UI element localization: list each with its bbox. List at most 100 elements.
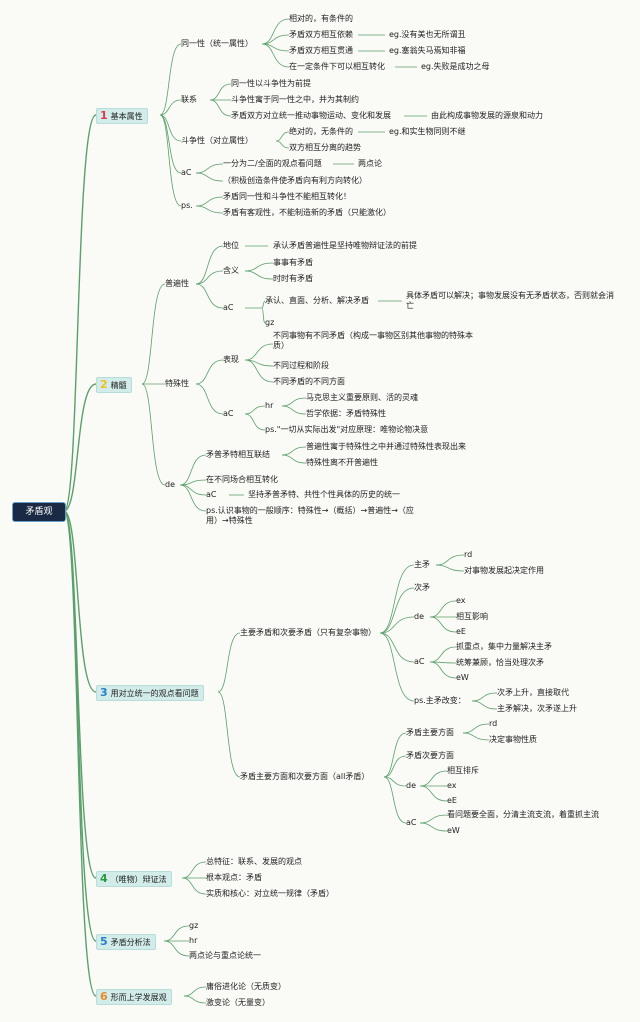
s1-ps-node[interactable]: ps.	[181, 201, 193, 210]
aspect-node[interactable]: 矛盾主要方面和次要方面（all矛盾）	[240, 772, 370, 781]
connector-curve	[195, 205, 224, 214]
s6-catastrophism: 激变论（无量变）	[206, 998, 270, 1007]
s1-ac-node[interactable]: aC	[181, 168, 192, 177]
identity-dependence: 矛盾双方相互依赖	[289, 30, 353, 39]
univ-ac-text: 承认、直面、分析、解决矛盾	[265, 296, 369, 305]
section-label: （唯物）辩证法	[110, 875, 167, 884]
connector-curve	[179, 484, 207, 496]
connector-curve	[281, 397, 307, 407]
connector-curve	[275, 140, 290, 149]
section-number: 1	[100, 109, 108, 122]
minor-aspect-node[interactable]: 矛盾次要方面	[406, 751, 454, 760]
univ-meaning-2: 时时有矛盾	[273, 274, 313, 283]
link-node[interactable]: 联系	[181, 95, 197, 104]
main-rd: rd	[464, 550, 473, 559]
de-ac-text: 坚持矛普矛特、共性个性具体的历史的统一	[248, 490, 400, 499]
s4-general-feature: 总特征：联系、发展的观点	[206, 857, 302, 866]
connector-curve	[159, 43, 182, 116]
struggle-node[interactable]: 斗争性（对立属性）	[181, 136, 253, 145]
struggle-separation: 双方相互分离的趋势	[289, 143, 361, 152]
univ-gz: gz	[265, 318, 275, 327]
connector-curve	[159, 99, 182, 116]
section-number: 4	[100, 872, 108, 885]
struggle-absolute: 绝对的，无条件的	[289, 127, 353, 136]
s1-ac-holistic-view: 一分为二/全面的观点看问题	[223, 159, 322, 168]
s5-two-point-key-point: 两点论与重点论统一	[189, 951, 261, 960]
m-ps-node[interactable]: ps.主矛改变：	[414, 696, 466, 705]
link-premise: 同一性以斗争性为前提	[231, 79, 311, 88]
section-label: 用对立统一的观点看问题	[110, 689, 199, 698]
identity-relative: 相对的，有条件的	[289, 14, 353, 23]
m-de-node[interactable]: de	[414, 612, 424, 621]
major-minor-node[interactable]: 主要矛盾和次要矛盾（只有复杂事物）	[240, 628, 376, 637]
minor-contradiction-node[interactable]: 次矛	[414, 583, 430, 592]
s6-vulgar-evolution: 庸俗进化论（无质变）	[206, 982, 286, 991]
univ-status-node[interactable]: 地位	[223, 241, 239, 250]
connector-curve	[209, 83, 232, 101]
connector-curve	[195, 196, 224, 207]
part-hr-node[interactable]: hr	[265, 401, 274, 410]
connector-curve	[429, 661, 457, 679]
connector-curve	[275, 131, 290, 142]
connector-curve	[383, 755, 407, 778]
section-4-dialectics[interactable]: 4（唯物）辩证法	[96, 871, 172, 887]
connector-curve	[141, 283, 166, 385]
de-transform: 在不同场合相互转化	[206, 475, 278, 484]
connector-curve	[379, 632, 415, 702]
part-show-node[interactable]: 表现	[223, 355, 239, 364]
connector-curve	[379, 616, 415, 634]
univ-meaning-node[interactable]: 含义	[223, 266, 239, 275]
link-drives-development: 矛盾双方对立统一推动事物运动、变化和发展	[231, 111, 391, 120]
de-ps-order: ps.认识事物的一般顺序：特殊性→（概括）→普遍性→（应用）→特殊性	[206, 506, 414, 525]
connector-curve	[179, 454, 207, 486]
main-aspect-node[interactable]: 矛盾主要方面	[406, 728, 454, 737]
connector-curve	[383, 732, 407, 778]
identity-dependence-example: eg.没有美也无所谓丑	[389, 30, 466, 39]
section-label: 矛盾分析法	[110, 938, 151, 947]
section-number: 5	[100, 935, 108, 948]
main-rd-text: 对事物发展起决定作用	[464, 566, 544, 575]
m-ps-1: 次矛上升，直接取代	[497, 688, 569, 697]
part-ac-node[interactable]: aC	[223, 409, 234, 418]
connector-curve	[195, 245, 224, 285]
connector-curve	[462, 732, 490, 741]
univ-status-text: 承认矛盾普遍性是坚持唯物辩证法的前提	[273, 241, 417, 250]
de-linked-node[interactable]: 矛普矛特相互联结	[206, 450, 270, 459]
connector-curve	[244, 413, 266, 431]
connector-curve	[471, 692, 498, 702]
a-rd: rd	[489, 719, 498, 728]
connector-curve	[261, 43, 290, 68]
universality-node[interactable]: 普遍性	[165, 279, 189, 288]
particularity-node[interactable]: 特殊性	[165, 379, 189, 388]
main-contradiction-node[interactable]: 主矛	[414, 560, 430, 569]
connector-curve	[217, 632, 241, 693]
connector-curve	[209, 99, 232, 117]
connector-curve	[183, 995, 207, 1004]
a-rd-text: 决定事物性质	[489, 735, 537, 744]
a-ac-node[interactable]: aC	[406, 818, 417, 827]
m-ac-2: 统筹兼顾，恰当处理次矛	[456, 658, 544, 667]
connector-curve	[63, 510, 97, 693]
s2-de-node[interactable]: de	[165, 480, 175, 489]
identity-node[interactable]: 同一性（统一属性）	[181, 39, 253, 48]
root-node[interactable]: 矛盾观	[12, 502, 66, 522]
s5-gz: gz	[189, 921, 199, 930]
connector-curve	[195, 383, 224, 415]
de-linked-2: 特殊性离不开普遍性	[306, 458, 378, 467]
m-ac-node[interactable]: aC	[414, 657, 425, 666]
de-ac-node[interactable]: aC	[206, 490, 217, 499]
connector-curve	[195, 163, 224, 174]
connector-curve	[429, 646, 457, 663]
a-de-node[interactable]: de	[406, 781, 416, 790]
de-linked-1: 普遍性寓于特殊性之中并通过特殊性表现出来	[306, 442, 466, 451]
univ-ac-node[interactable]: aC	[223, 303, 234, 312]
connector-curve	[419, 814, 448, 824]
a-de-eE: eE	[447, 796, 457, 805]
connector-curve	[429, 616, 457, 633]
